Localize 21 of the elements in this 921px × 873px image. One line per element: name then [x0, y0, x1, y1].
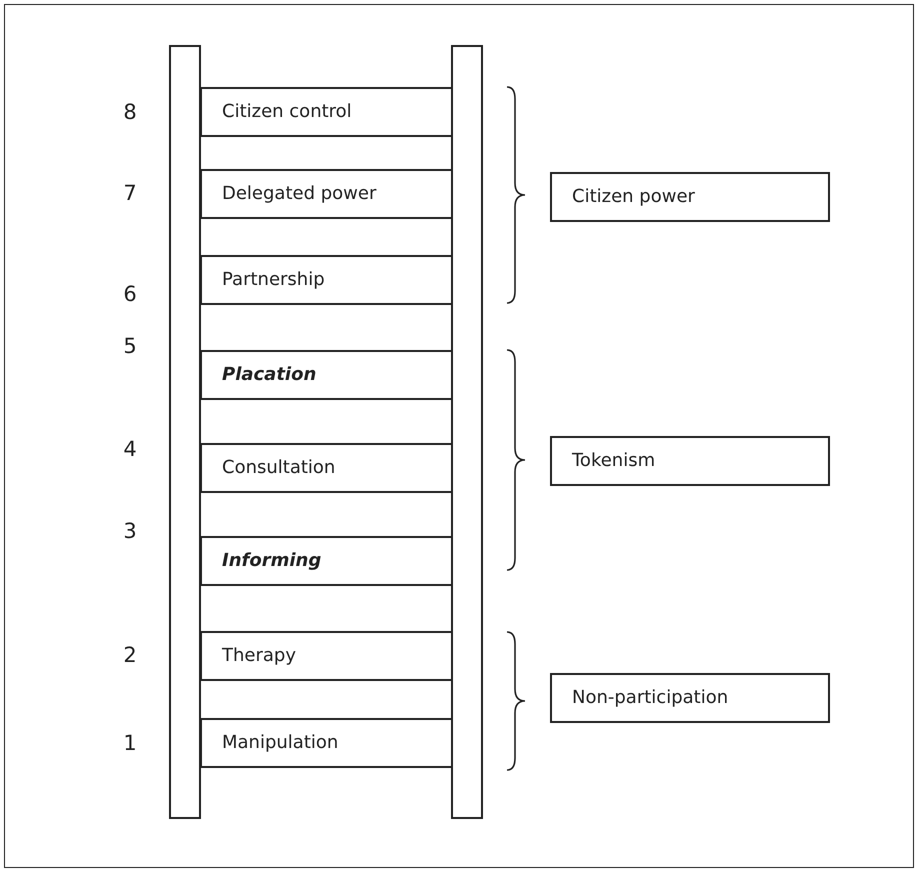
ladder-rung: Citizen control [200, 87, 453, 137]
rung-number: 1 [122, 731, 138, 755]
rung-number: 6 [122, 282, 138, 306]
rung-number: 4 [122, 437, 138, 461]
category-box: Citizen power [550, 172, 830, 222]
rung-number: 5 [122, 334, 138, 358]
ladder-rung: Informing [200, 536, 453, 586]
ladder-rung: Consultation [200, 443, 453, 493]
category-box: Tokenism [550, 436, 830, 486]
category-box: Non-participation [550, 673, 830, 723]
ladder-rung: Partnership [200, 255, 453, 305]
rung-number: 2 [122, 643, 138, 667]
ladder-rung: Manipulation [200, 718, 453, 768]
rung-number: 8 [122, 100, 138, 124]
ladder-rail [169, 45, 201, 819]
ladder-rung: Placation [200, 350, 453, 400]
rung-number: 7 [122, 181, 138, 205]
ladder-rail [451, 45, 483, 819]
rung-number: 3 [122, 519, 138, 543]
ladder-rung: Therapy [200, 631, 453, 681]
ladder-rung: Delegated power [200, 169, 453, 219]
